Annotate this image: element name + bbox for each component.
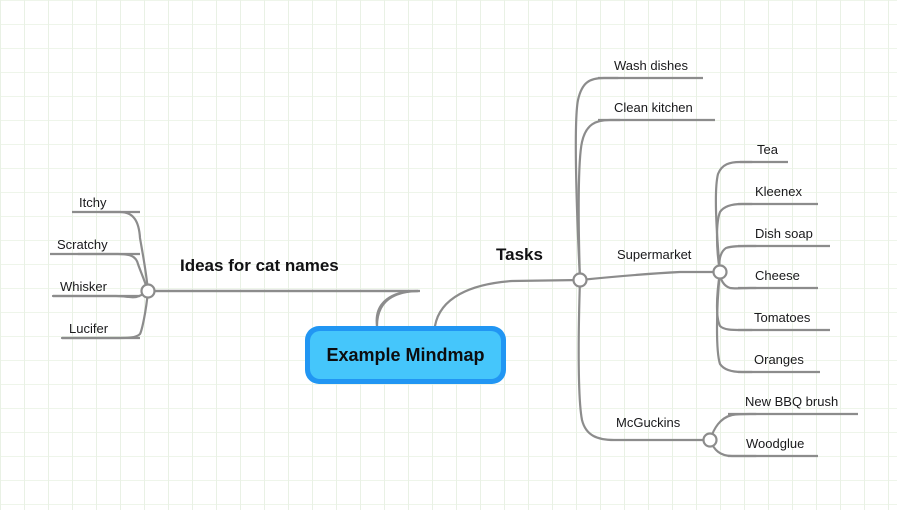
root-node[interactable]: Example Mindmap xyxy=(305,326,506,384)
node-label-scratchy[interactable]: Scratchy xyxy=(57,237,108,252)
node-label-tea[interactable]: Tea xyxy=(757,142,778,157)
junction-handles[interactable] xyxy=(140,264,728,448)
node-label-tomatoes[interactable]: Tomatoes xyxy=(754,310,811,325)
branch-label-tasks[interactable]: Tasks xyxy=(496,245,543,264)
node-label-cheese[interactable]: Cheese xyxy=(755,268,800,283)
junction-supermarket[interactable] xyxy=(712,264,728,280)
link-supermarket-oranges xyxy=(715,270,754,374)
link-ideas-itchy xyxy=(98,210,150,293)
node-label-wash-dishes[interactable]: Wash dishes xyxy=(614,58,688,73)
node-label-kleenex[interactable]: Kleenex xyxy=(755,184,802,199)
node-label-oranges[interactable]: Oranges xyxy=(754,352,804,367)
node-label-clean-kitchen[interactable]: Clean kitchen xyxy=(614,100,693,115)
link-root-to-ideas-curve xyxy=(375,289,420,328)
node-label-whisker[interactable]: Whisker xyxy=(60,279,107,294)
node-label-woodglue[interactable]: Woodglue xyxy=(746,436,805,451)
link-tasks-supermarket xyxy=(578,270,722,282)
node-label-lucifer[interactable]: Lucifer xyxy=(69,321,109,336)
junction-tasks[interactable] xyxy=(572,272,588,288)
root-node-label: Example Mindmap xyxy=(326,344,485,365)
junction-mcguckins[interactable] xyxy=(702,432,718,448)
link-tasks-wash-dishes xyxy=(574,76,620,282)
link-tasks-clean-kitchen xyxy=(577,118,622,282)
link-supermarket-kleenex xyxy=(715,202,754,274)
node-label-mcguckins[interactable]: McGuckins xyxy=(616,415,681,430)
link-tasks-mcguckins xyxy=(577,278,712,442)
node-label-supermarket[interactable]: Supermarket xyxy=(617,247,692,262)
root-node-inner: Example Mindmap xyxy=(310,331,501,379)
link-root-to-tasks xyxy=(433,278,582,328)
branch-label-ideas[interactable]: Ideas for cat names xyxy=(180,256,339,275)
node-label-dish-soap[interactable]: Dish soap xyxy=(755,226,813,241)
junction-ideas[interactable] xyxy=(140,283,156,299)
node-label-itchy[interactable]: Itchy xyxy=(79,195,107,210)
leaf-underlines xyxy=(50,76,858,458)
node-label-new-bbq-brush[interactable]: New BBQ brush xyxy=(745,394,839,409)
